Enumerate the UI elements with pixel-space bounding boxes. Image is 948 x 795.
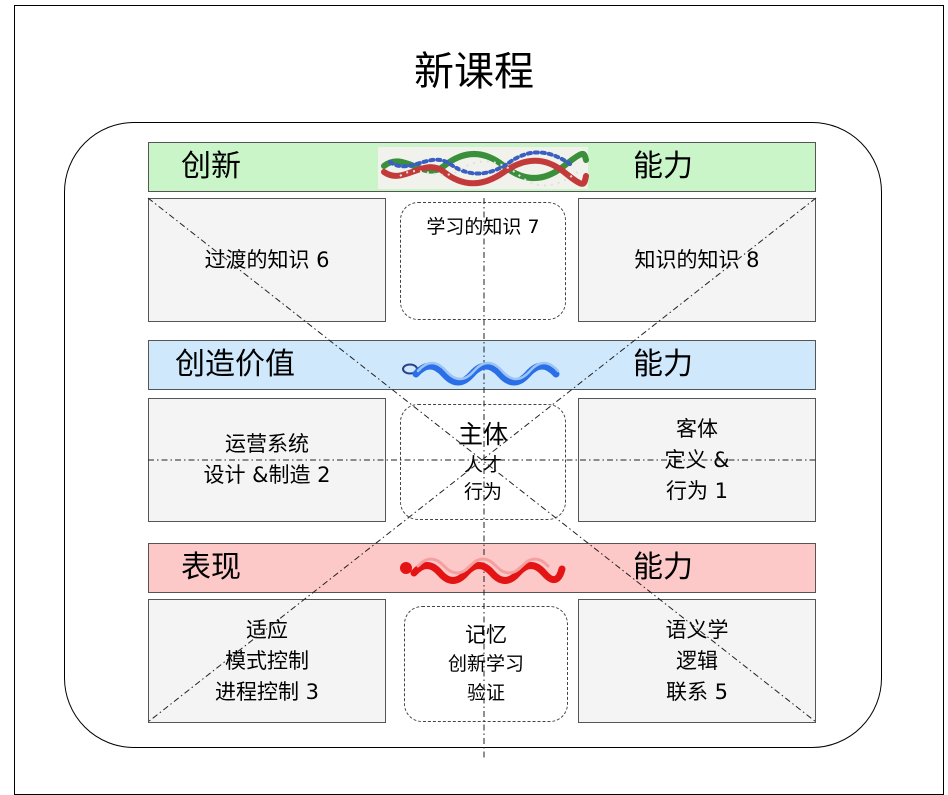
box-transitional-knowledge: 过渡的知识 6 [148, 198, 386, 322]
band-performance-right-label: 能力 [633, 550, 693, 585]
box-adaptation-line2: 模式控制 [225, 648, 309, 673]
box-transitional-knowledge-text: 过渡的知识 6 [204, 247, 330, 272]
box-object-line1: 客体 [676, 416, 718, 441]
box-learning-knowledge: 学习的知识 7 [400, 202, 566, 320]
band-innovation-right-label: 能力 [633, 149, 693, 184]
band-value-creation: 创造价值 能力 [148, 340, 816, 390]
box-semantics-line2: 逻辑 [676, 648, 718, 673]
band-performance-left-label: 表现 [181, 550, 241, 585]
box-semantics: 语义学 逻辑 联系 5 [578, 599, 816, 723]
box-subject-line1: 主体 [457, 420, 508, 449]
box-learning-knowledge-text: 学习的知识 7 [426, 216, 540, 238]
box-memory-line1: 记忆 [465, 622, 507, 647]
box-memory-line2: 创新学习 [447, 652, 524, 675]
box-adaptation-line1: 适应 [246, 617, 288, 642]
box-object-line2: 定义 & [664, 447, 730, 472]
box-subject-line2: 人才 [463, 454, 502, 476]
box-semantics-line3: 联系 5 [665, 679, 729, 704]
band-value-creation-right-label: 能力 [633, 347, 693, 382]
box-operations-system: 运营系统 设计 &制造 2 [148, 398, 386, 522]
box-semantics-line1: 语义学 [665, 617, 729, 642]
box-object-line3: 行为 1 [665, 478, 729, 503]
box-adaptation: 适应 模式控制 进程控制 3 [148, 599, 386, 723]
band-value-creation-left-label: 创造价值 [175, 347, 295, 382]
band-innovation: 创新 能力 [148, 142, 816, 192]
band-performance: 表现 能力 [148, 543, 816, 593]
box-knowledge-of-knowledge: 知识的知识 8 [578, 198, 816, 322]
page-title: 新课程 [414, 49, 534, 95]
band-innovation-left-label: 创新 [181, 149, 241, 184]
box-memory: 记忆 创新学习 验证 [404, 606, 568, 722]
box-subject-line3: 行为 [463, 481, 502, 503]
outer-rounded-container [64, 122, 882, 748]
box-adaptation-line3: 进程控制 3 [214, 679, 320, 704]
box-operations-system-line2: 设计 &制造 2 [203, 463, 331, 487]
box-object: 客体 定义 & 行为 1 [578, 398, 816, 522]
box-memory-line3: 验证 [466, 681, 505, 704]
box-operations-system-line1: 运营系统 [225, 432, 309, 456]
box-subject: 主体 人才 行为 [400, 404, 566, 520]
box-knowledge-of-knowledge-text: 知识的知识 8 [634, 247, 760, 272]
